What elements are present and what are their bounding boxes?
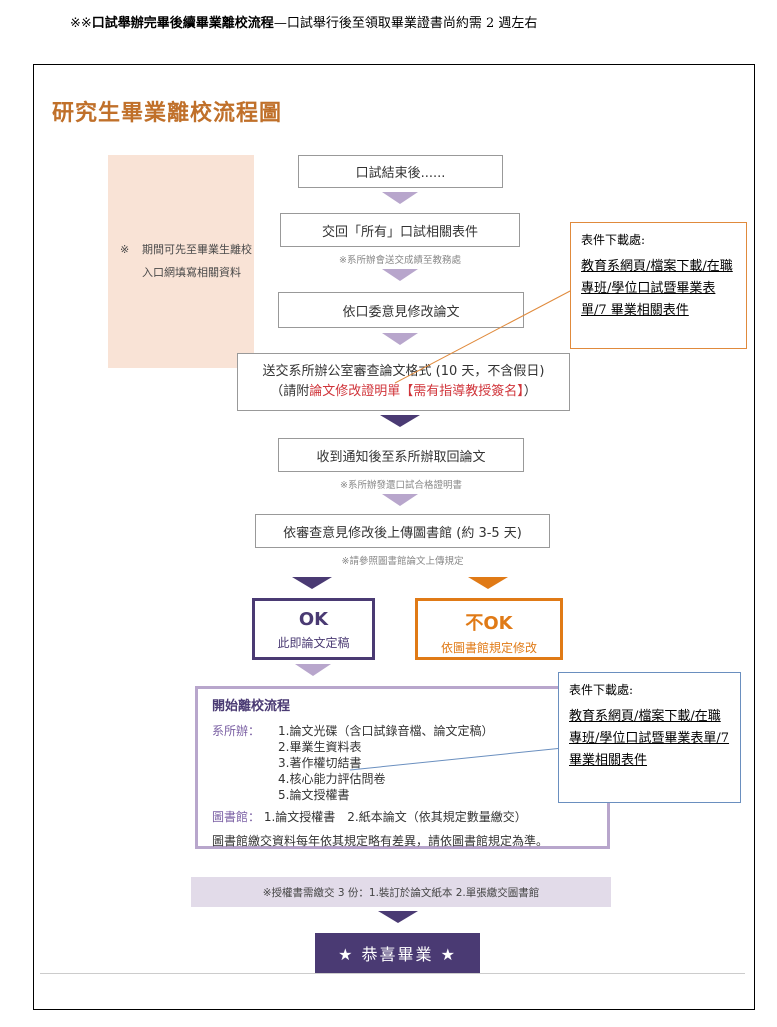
diagram-title: 研究生畢業離校流程圖	[52, 101, 283, 126]
library-items: 1.論文授權書 2.紙本論文（依其規定數量繳交）	[263, 810, 527, 824]
step-collect-thesis-note: ※系所辦發還口試合格證明書	[340, 480, 462, 491]
header-prefix: ※※	[70, 16, 92, 31]
side-note: ※ 期間可先至畢業生離校入口網填寫相關資料	[120, 238, 252, 284]
not-ok-box: 不OK 依圖書館規定修改	[415, 598, 563, 660]
department-section: 系所辦： 1.論文光碟（含口試錄音檔、論文定稿） 2.畢業生資料表 3.著作權切…	[212, 723, 593, 803]
department-item: 1.論文光碟（含口試錄音檔、論文定稿）	[278, 724, 494, 738]
step-collect-thesis: 收到通知後至系所辦取回論文	[278, 438, 524, 472]
callout-title: 表件下載處:	[569, 683, 634, 697]
callout-title: 表件下載處:	[581, 233, 646, 247]
arrow-down	[382, 192, 418, 204]
step-format-review-prefix: （請附	[270, 384, 310, 399]
ok-title: OK	[298, 609, 329, 630]
department-item: 4.核心能力評估問卷	[278, 772, 386, 786]
departure-heading: 開始離校流程	[212, 699, 291, 714]
step-upload-library: 依審查意見修改後上傳圖書館 (約 3-5 天)	[255, 514, 550, 548]
department-item: 2.畢業生資料表	[278, 740, 362, 754]
authorization-note-band: ※授權書需繳交 3 份：1.裝訂於論文紙本 2.單張繳交圖書館	[191, 877, 611, 907]
header-bold-title: 口試舉辦完畢後續畢業離校流程	[91, 16, 274, 31]
arrow-down	[382, 269, 418, 281]
arrow-down-not-ok	[468, 577, 508, 589]
step-revise-thesis: 依口委意見修改論文	[278, 292, 524, 328]
side-note-panel	[108, 155, 254, 368]
step-format-review-line1: 送交系所辦公室審查論文格式 (10 天，不含假日)	[262, 364, 545, 379]
side-note-mark: ※	[120, 243, 130, 256]
page-header: ※※口試舉辦完畢後續畢業離校流程—口試舉行後至領取畢業證書尚約需 2 週左右	[70, 12, 537, 31]
arrow-down	[382, 494, 418, 506]
department-label: 系所辦：	[212, 724, 261, 738]
department-items: 1.論文光碟（含口試錄音檔、論文定稿） 2.畢業生資料表 3.著作權切結書 4.…	[212, 723, 593, 803]
download-callout-1: 表件下載處: 教育系網頁/檔案下載/在職專班/學位口試暨畢業表單/7 畢業相關表…	[570, 222, 747, 349]
not-ok-title: 不OK	[465, 613, 513, 634]
step-exam-end: 口試結束後......	[298, 155, 503, 188]
library-label: 圖書館：	[212, 810, 261, 824]
header-rest: —口試舉行後至領取畢業證書尚約需 2 週左右	[273, 16, 538, 31]
departure-process-box: 開始離校流程 系所辦： 1.論文光碟（含口試錄音檔、論文定稿） 2.畢業生資料表…	[195, 686, 610, 849]
step-return-forms-note: ※系所辦會送交成績至教務處	[339, 255, 461, 266]
arrow-down-dark	[378, 911, 418, 923]
forms-download-link[interactable]: 教育系網頁/檔案下載/在職專班/學位口試暨畢業表單/7 畢業相關表件	[569, 709, 730, 768]
arrow-down-ok	[292, 577, 332, 589]
department-item: 3.著作權切結書	[278, 756, 362, 770]
step-upload-library-note: ※請參照圖書館論文上傳規定	[341, 556, 464, 567]
congratulations-banner: ★ 恭喜畢業 ★	[315, 933, 480, 973]
callout-connector-2	[349, 747, 564, 771]
download-callout-2: 表件下載處: 教育系網頁/檔案下載/在職專班/學位口試暨畢業表單/7 畢業相關表…	[558, 672, 741, 803]
arrow-down-dark	[380, 415, 420, 427]
step-format-review-line2: （請附論文修改證明單【需有指導教授簽名】）	[270, 382, 537, 402]
department-item: 5.論文授權書	[278, 788, 350, 802]
callout-connector-1	[394, 289, 573, 384]
step-return-forms: 交回「所有」口試相關表件	[280, 213, 520, 247]
side-note-text: 期間可先至畢業生離校入口網填寫相關資料	[142, 243, 252, 279]
library-section: 圖書館： 1.論文授權書 2.紙本論文（依其規定數量繳交）	[212, 809, 593, 825]
step-format-review-suffix: ）	[523, 384, 537, 399]
arrow-down	[382, 333, 418, 345]
ok-box: OK 此即論文定稿	[252, 598, 375, 660]
not-ok-desc: 依圖書館規定修改	[440, 641, 537, 655]
arrow-down	[295, 664, 331, 676]
ok-desc: 此即論文定稿	[277, 636, 350, 650]
revision-certificate-requirement: 論文修改證明單【需有指導教授簽名】	[309, 384, 524, 399]
library-footer-note: 圖書館繳交資料每年依其規定略有差異，請依圖書館規定為準。	[212, 834, 549, 848]
divider	[40, 973, 745, 974]
forms-download-link[interactable]: 教育系網頁/檔案下載/在職專班/學位口試暨畢業表單/7 畢業相關表件	[581, 259, 733, 318]
step-format-review: 送交系所辦公室審查論文格式 (10 天，不含假日) （請附論文修改證明單【需有指…	[237, 353, 570, 411]
